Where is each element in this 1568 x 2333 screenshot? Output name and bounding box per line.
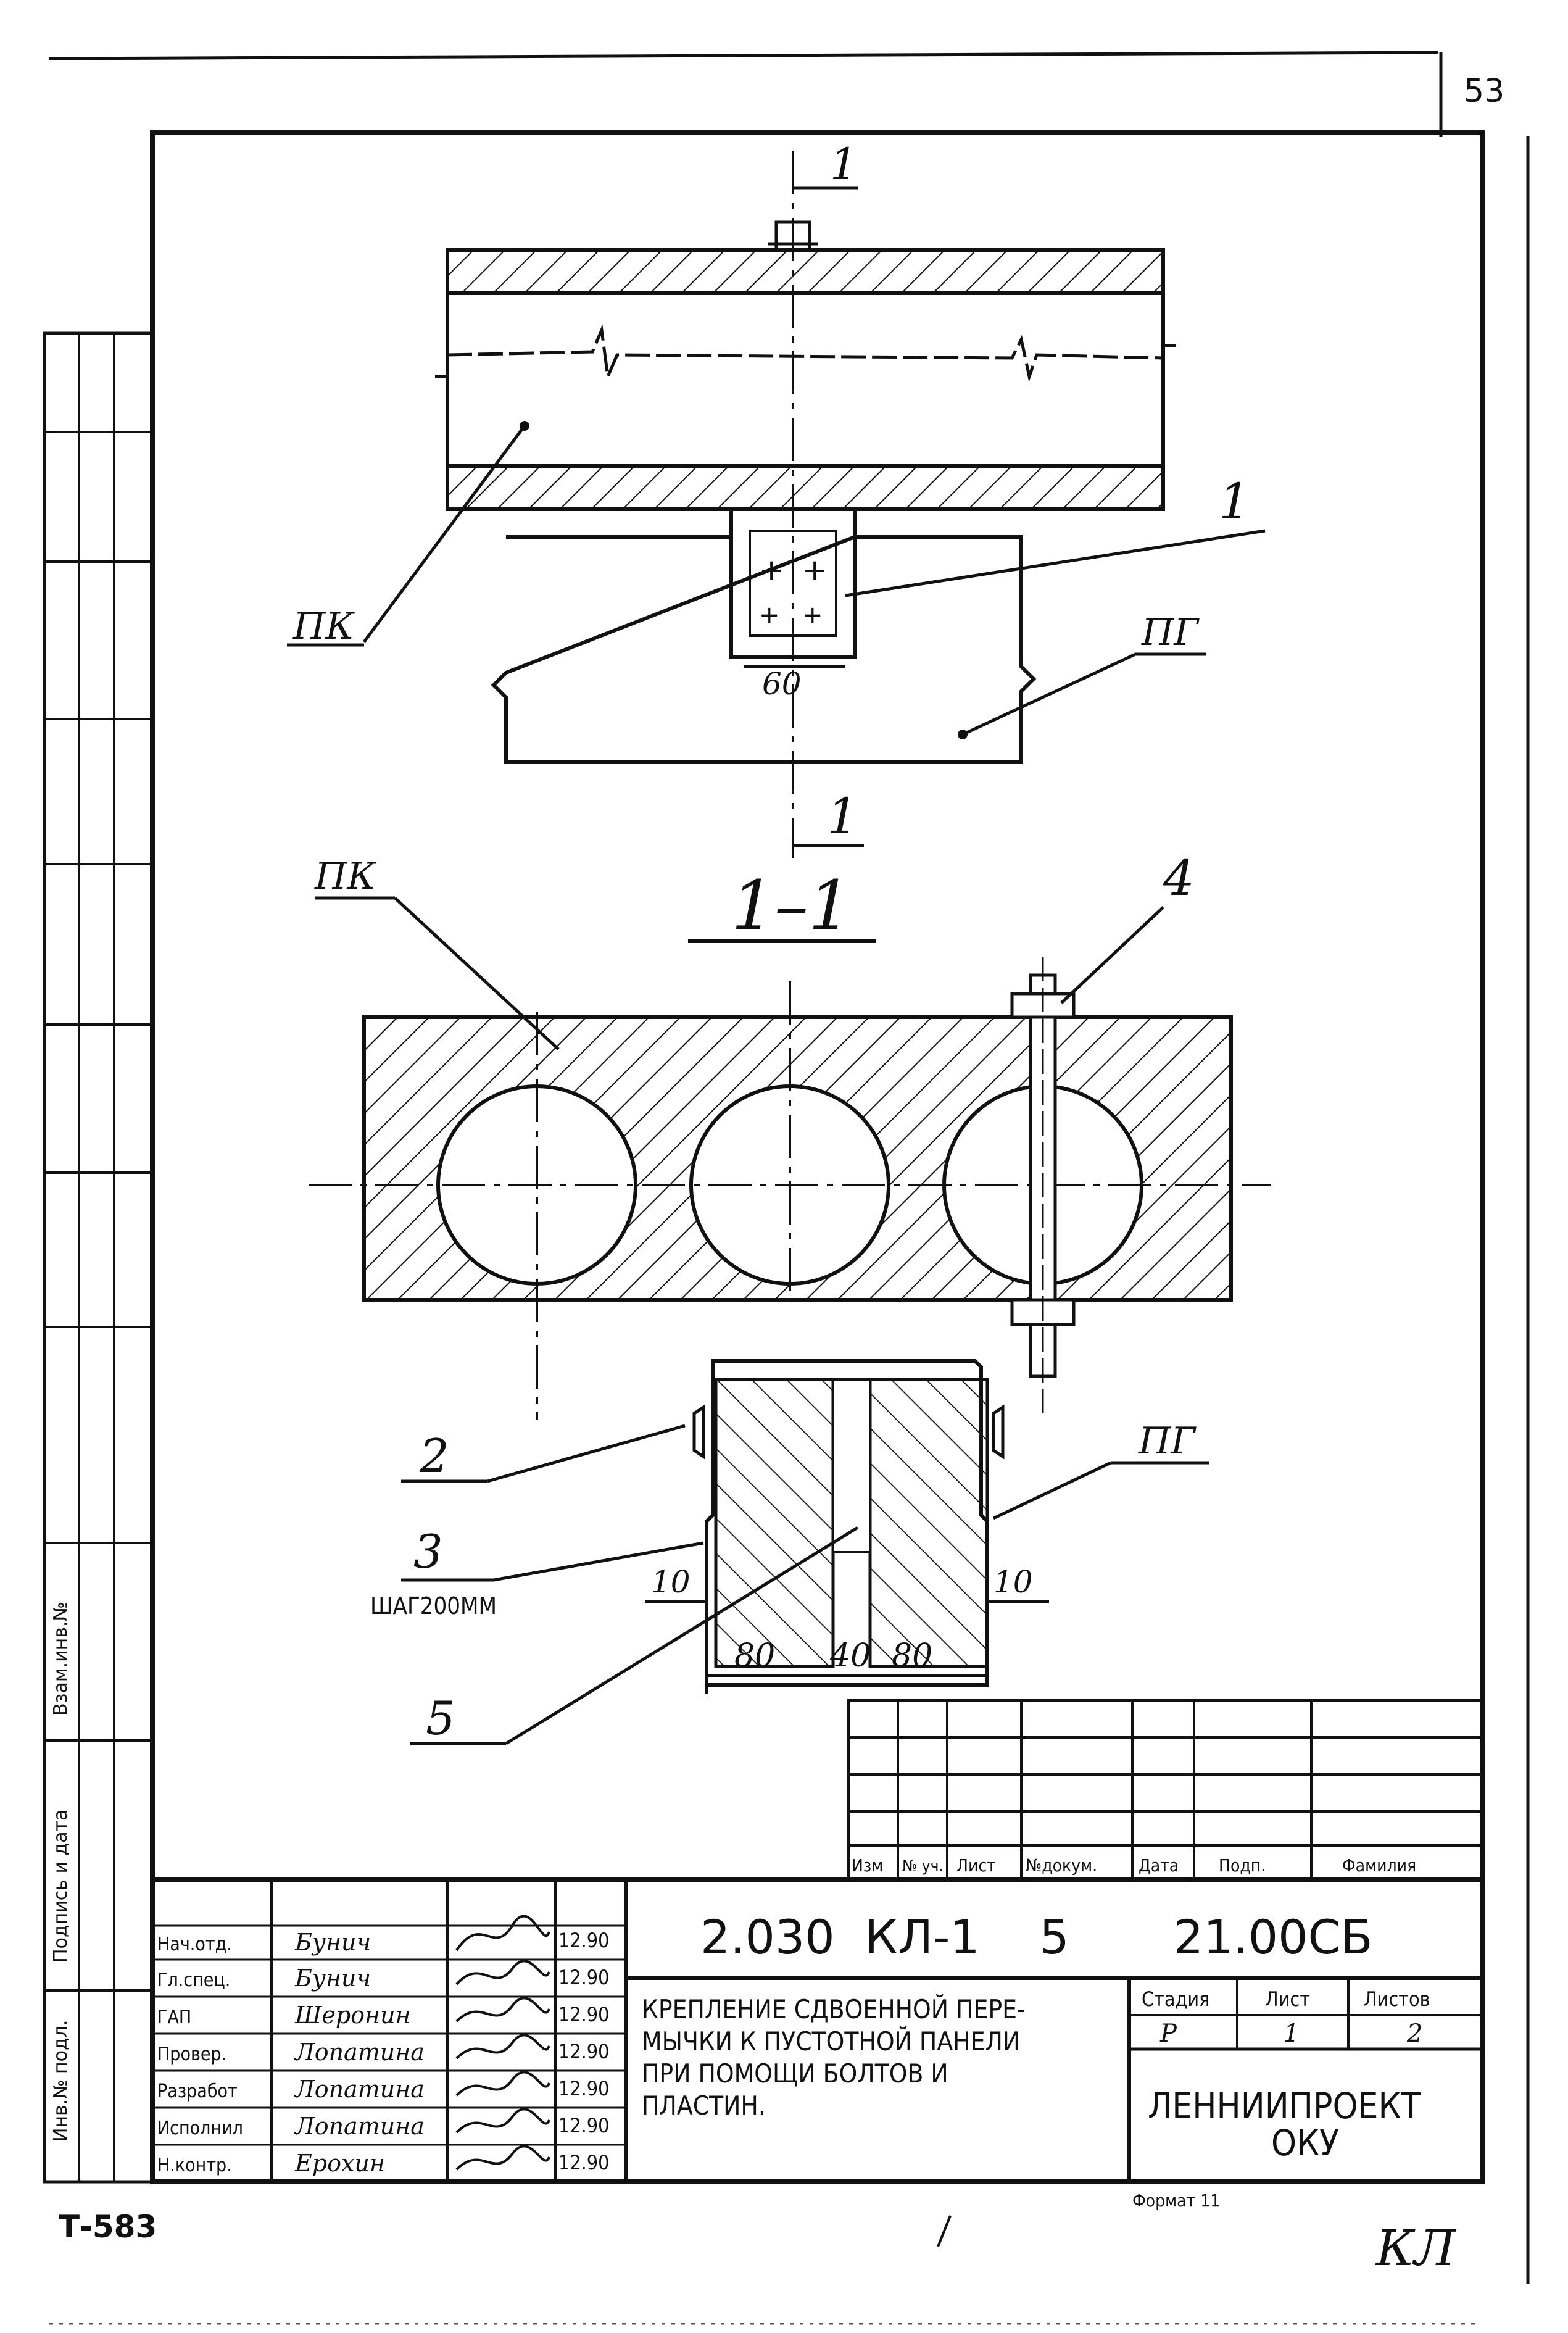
label-pk-section: ПК <box>314 855 376 898</box>
outer-top-line <box>49 51 1438 60</box>
title-block: Нач.отд. Бунич 12.90 Гл.спец. Бунич 12.9… <box>150 1877 1485 2184</box>
title-line-3: ПРИ ПОМОЩИ БОЛТОВ И <box>642 2058 948 2089</box>
section-1-1: 1–1 4 ПК 2 3 ШАГ200ММ <box>309 849 1271 1745</box>
sig-date-0: 12.90 <box>558 1929 609 1952</box>
dim-40: 40 <box>829 1637 871 1674</box>
plan-view: + + + + 60 1 1 ПК 1 ПГ <box>287 139 1266 858</box>
rev-header-list: Лист <box>956 1855 996 1876</box>
label-pg-top: ПГ <box>1141 611 1200 654</box>
sig-name-0: Бунич <box>294 1929 371 1956</box>
label-4: 4 <box>1163 849 1195 907</box>
sig-name-3: Лопатина <box>294 2039 425 2066</box>
sig-date-4: 12.90 <box>558 2077 609 2100</box>
sig-role-5: Исполнил <box>157 2118 243 2139</box>
label-2: 2 <box>419 1429 449 1483</box>
document-code: 2.030 КЛ-1 5 21.00СБ <box>700 1910 1373 1965</box>
sig-role-3: Провер. <box>157 2044 226 2065</box>
page-number: 53 <box>1464 73 1504 110</box>
title-line-1: КРЕПЛЕНИЕ СДВОЕННОЙ ПЕРЕ- <box>642 1994 1026 2024</box>
svg-text:+: + <box>802 601 823 630</box>
svg-text:+: + <box>802 553 827 588</box>
sig-name-6: Ерохин <box>294 2150 385 2177</box>
margin-label-podp-data: Подпись и дата <box>50 1810 72 1963</box>
section-mark-top: 1 <box>830 139 858 189</box>
rev-header-familiya: Фамилия <box>1342 1855 1416 1876</box>
label-1-callout: 1 <box>1219 473 1250 530</box>
dim-80-left: 80 <box>734 1637 775 1674</box>
dim-60: 60 <box>762 666 802 702</box>
sig-date-6: 12.90 <box>558 2151 609 2174</box>
dim-10-left: 10 <box>651 1564 691 1600</box>
label-3-note: ШАГ200ММ <box>370 1592 497 1620</box>
label-3: 3 <box>413 1524 443 1579</box>
dim-10-right: 10 <box>993 1564 1033 1600</box>
margin-label-inv-podl: Инв.№ подл. <box>50 2020 72 2142</box>
sheets-label: Листов <box>1364 1987 1430 2011</box>
margin-label-vzam-inv: Взам.инв.№ <box>50 1602 72 1716</box>
format-label: Формат 11 <box>1132 2190 1220 2211</box>
sig-date-1: 12.90 <box>558 1966 609 1989</box>
label-pk-top: ПК <box>292 605 355 648</box>
sheet-value: 1 <box>1284 2019 1299 2048</box>
sig-name-5: Лопатина <box>294 2113 425 2140</box>
rev-header-dokum: №докум. <box>1026 1855 1097 1876</box>
sig-role-1: Гл.спец. <box>157 1969 230 1991</box>
svg-text:+: + <box>759 601 780 630</box>
rev-header-podp: Подп. <box>1219 1855 1266 1876</box>
sig-name-4: Лопатина <box>294 2076 425 2103</box>
stage-value: Р <box>1159 2019 1177 2048</box>
org-line-1: ЛЕННИИПРОЕКТ <box>1148 2085 1422 2127</box>
rev-header-data: Дата <box>1139 1855 1179 1876</box>
svg-text:+: + <box>759 553 784 588</box>
sig-role-4: Разработ <box>157 2081 238 2102</box>
sig-date-2: 12.90 <box>558 2003 609 2026</box>
stage-label: Стадия <box>1142 1987 1209 2011</box>
sig-name-1: Бунич <box>294 1965 371 1992</box>
label-5: 5 <box>426 1691 455 1745</box>
sig-role-6: Н.контр. <box>157 2155 232 2176</box>
sig-role-0: Нач.отд. <box>157 1934 232 1955</box>
sheet-code: Т-583 <box>59 2209 157 2245</box>
section-title: 1–1 <box>731 866 852 945</box>
left-margin-strip: Инв.№ подл. Подпись и дата Взам.инв.№ <box>43 331 154 2184</box>
title-line-4: ПЛАСТИН. <box>642 2090 766 2121</box>
revision-table: Изм № уч. Лист №докум. Дата Подп. Фамили… <box>847 1699 1484 1881</box>
dim-80-right: 80 <box>892 1637 932 1674</box>
rev-header-uch: № уч. <box>902 1857 944 1876</box>
label-pg-section: ПГ <box>1138 1420 1197 1463</box>
sheet-label: Лист <box>1265 1987 1310 2011</box>
title-line-2: МЫЧКИ К ПУСТОТНОЙ ПАНЕЛИ <box>642 2026 1020 2056</box>
section-mark-bottom: 1 <box>827 788 858 845</box>
sig-name-2: Шеронин <box>294 2002 411 2029</box>
corner-stamp: КЛ <box>1375 2219 1457 2277</box>
sig-date-3: 12.90 <box>558 2040 609 2063</box>
org-line-2: ОКУ <box>1271 2122 1339 2164</box>
rev-header-izm: Изм <box>852 1855 883 1876</box>
sig-role-2: ГАП <box>157 2007 191 2028</box>
sheets-value: 2 <box>1406 2019 1422 2048</box>
sig-date-5: 12.90 <box>558 2114 609 2137</box>
